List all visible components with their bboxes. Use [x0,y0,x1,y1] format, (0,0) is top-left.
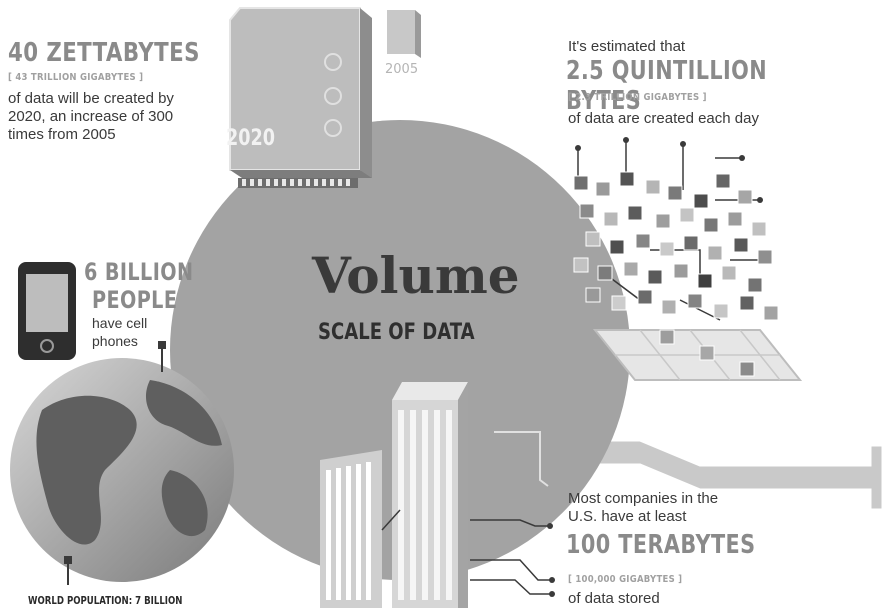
zettabytes-text-1: of data will be created by [8,90,174,107]
terabytes-text-3: of data stored [568,590,660,607]
billion-headline-1: 6 BILLION [84,258,194,286]
quintillion-headline: 2.5 QUINTILLION BYTES [566,56,768,116]
quintillion-bracket: [ 2.3 TRILLION GIGABYTES ] [568,92,707,103]
quintillion-text: of data are created each day [568,110,759,127]
volume-title: Volume [312,246,520,305]
billion-text-1: have cell [92,315,148,331]
chip-year-2005: 2005 [385,62,419,77]
billion-headline-2: PEOPLE [92,286,178,314]
billion-text-2: phones [92,333,138,349]
scale-of-data-subtitle: SCALE OF DATA [318,320,475,345]
chip-year-2020: 2020 [226,126,275,151]
terabytes-text-2: U.S. have at least [568,508,687,525]
globe-icon [10,341,234,585]
zettabytes-text-2: 2020, an increase of 300 [8,108,174,125]
small-chip-icon [387,10,421,58]
terabytes-text-1: Most companies in the [568,490,719,507]
volume-circle [170,120,630,580]
pipe-connector-icon [558,438,883,512]
memory-chip-icon [229,7,372,188]
terabytes-bracket: [ 100,000 GIGABYTES ] [568,574,683,585]
world-population-label: WORLD POPULATION: 7 BILLION [28,594,183,607]
terabytes-headline: 100 TERABYTES [566,530,756,560]
quintillion-intro: It's estimated that [568,38,686,55]
office-building-icon [320,382,555,608]
zettabytes-bracket: [ 43 TRILLION GIGABYTES ] [8,72,144,83]
data-cubes-icon [573,137,803,381]
zettabytes-headline: 40 ZETTABYTES [8,38,200,68]
cell-phone-icon [18,262,76,360]
zettabytes-text-3: times from 2005 [8,126,116,143]
